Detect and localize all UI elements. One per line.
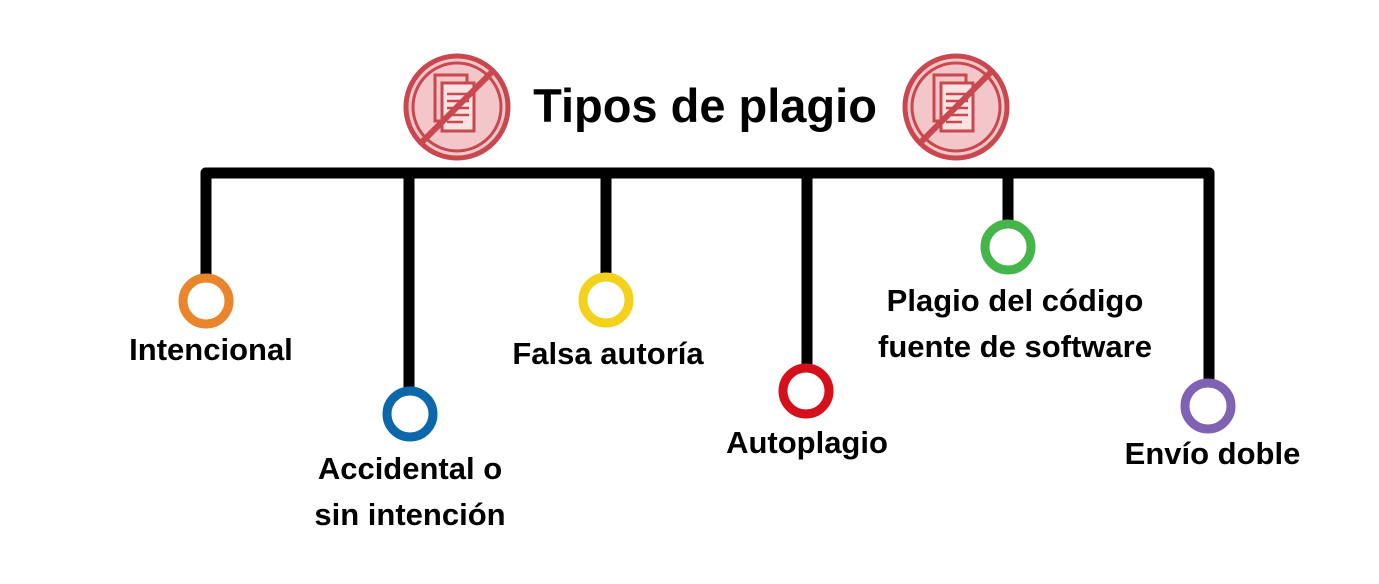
node-ring-codigo-fuente <box>980 219 1036 275</box>
label-accidental: Accidental o sin intención <box>314 451 506 532</box>
label-autoplagio: Autoplagio <box>726 425 888 460</box>
no-plagiarism-document-icon <box>403 53 511 161</box>
node-ring-falsa-autoria <box>578 272 634 328</box>
timeline-lines <box>200 167 1215 394</box>
label-falsa-autoria: Falsa autoría <box>512 336 704 371</box>
diagram-title: Tipos de plagio <box>533 79 877 132</box>
node-ring-accidental <box>382 386 438 442</box>
node-ring-intencional <box>178 273 234 329</box>
label-intencional: Intencional <box>129 332 293 367</box>
label-codigo-fuente: Plagio del código fuente de software <box>878 283 1152 364</box>
node-ring-autoplagio <box>778 363 834 419</box>
label-envio-doble: Envío doble <box>1124 436 1301 471</box>
no-plagiarism-document-icon <box>902 53 1010 161</box>
node-ring-envio-doble <box>1180 378 1236 434</box>
